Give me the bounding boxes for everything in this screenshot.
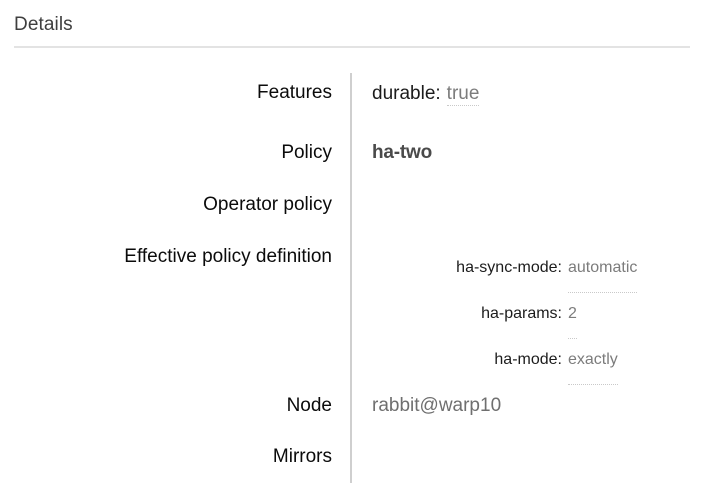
- row-value-node[interactable]: rabbit@warp10: [372, 395, 502, 416]
- section-divider-rule: [14, 46, 690, 48]
- row-value-policy[interactable]: ha-two: [372, 142, 433, 163]
- column-divider: [350, 73, 352, 483]
- list-item: ha-sync-mode: automatic: [372, 245, 692, 293]
- row-label-node: Node: [286, 395, 332, 416]
- policy-def-value[interactable]: exactly: [568, 337, 618, 385]
- policy-def-value[interactable]: 2: [568, 291, 577, 339]
- policy-def-key: ha-params:: [481, 305, 562, 322]
- row-value-features: durable:true: [372, 81, 692, 106]
- policy-def-key: ha-mode:: [494, 351, 562, 368]
- row-label-operator-policy: Operator policy: [203, 194, 332, 215]
- row-label-features: Features: [257, 82, 332, 103]
- page-title: Details: [14, 14, 73, 35]
- policy-def-key: ha-sync-mode:: [456, 259, 562, 276]
- feature-value[interactable]: true: [446, 83, 480, 106]
- feature-entry: durable:true: [372, 81, 692, 106]
- list-item: ha-mode: exactly: [372, 337, 692, 385]
- feature-key: durable:: [372, 83, 441, 104]
- list-item: ha-params: 2: [372, 291, 692, 339]
- row-label-policy: Policy: [281, 142, 332, 163]
- policy-def-value[interactable]: automatic: [568, 245, 638, 293]
- row-label-effective-policy-definition: Effective policy definition: [124, 246, 332, 267]
- effective-policy-definition-list: ha-sync-mode: automatic ha-params: 2 ha-mo…: [372, 245, 692, 385]
- row-label-mirrors: Mirrors: [272, 446, 332, 467]
